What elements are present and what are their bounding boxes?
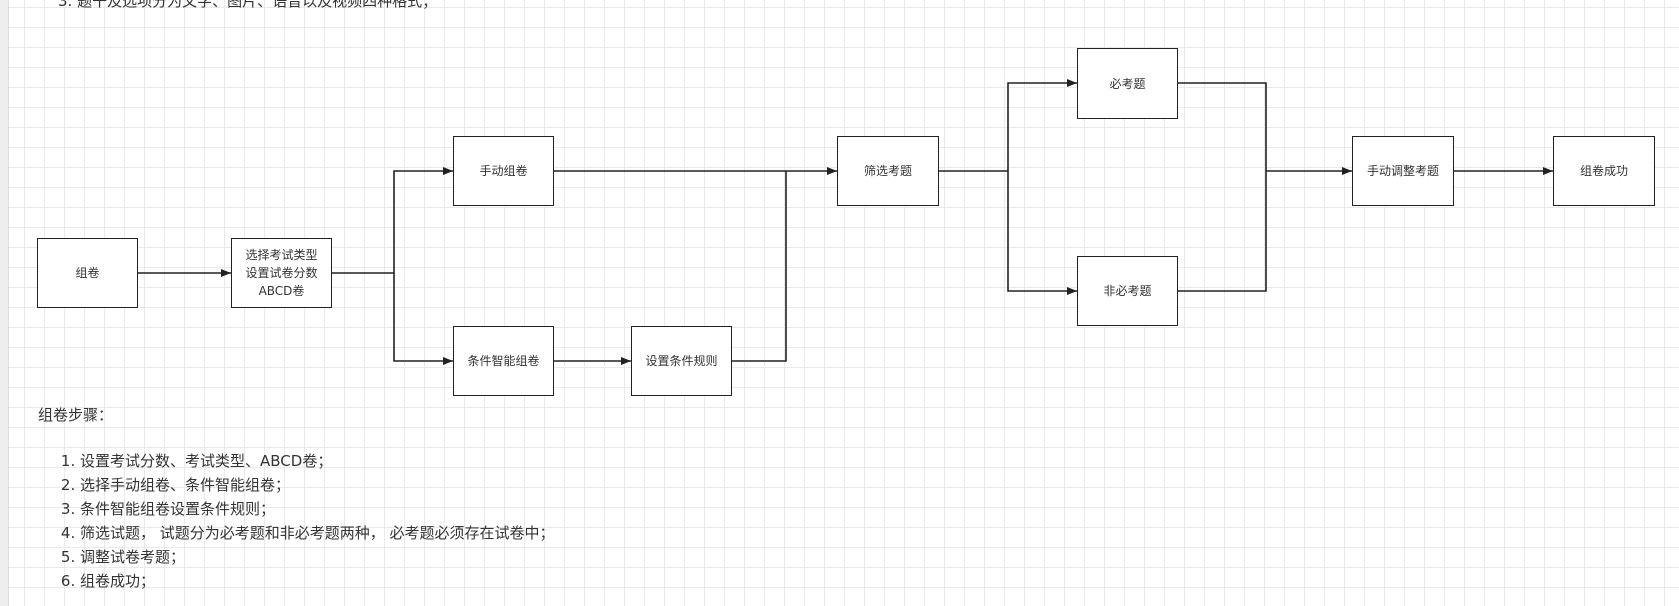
node-success-label: 组卷成功 (1579, 164, 1628, 178)
node-optional-questions[interactable]: 非必考题 (1077, 256, 1178, 326)
node-required-questions[interactable]: 必考题 (1077, 48, 1178, 119)
node-zujuan-label: 组卷 (75, 266, 100, 280)
node-select-line-2: 设置试卷分数 (245, 266, 318, 280)
node-manual-adjust[interactable]: 手动调整考题 (1352, 136, 1454, 206)
node-smart-label: 条件智能组卷 (467, 354, 540, 368)
node-smart-compose[interactable]: 条件智能组卷 (453, 326, 554, 396)
node-adjust-label: 手动调整考题 (1366, 164, 1439, 178)
steps-section: 组卷步骤： 设置考试分数、考试类型、ABCD卷； 选择手动组卷、条件智能组卷； … (38, 404, 555, 593)
node-rules-label: 设置条件规则 (645, 354, 718, 368)
step-item-1: 设置考试分数、考试类型、ABCD卷； (80, 449, 555, 473)
edge-optional-to-merge (1178, 171, 1267, 292)
edge-to-required (1007, 79, 1077, 171)
node-compose-success[interactable]: 组卷成功 (1553, 136, 1655, 206)
edge-rules-to-merge (732, 171, 787, 362)
step-item-6: 组卷成功； (80, 569, 555, 593)
top-note-text: 3. 题干及选项分为文字、图片、语音以及视频四种格式； (58, 0, 438, 10)
node-manual-compose[interactable]: 手动组卷 (453, 136, 554, 206)
node-set-rules[interactable]: 设置条件规则 (631, 326, 732, 396)
step-item-3: 条件智能组卷设置条件规则； (80, 497, 555, 521)
node-required-label: 必考题 (1109, 76, 1146, 91)
edge-to-optional (1007, 171, 1077, 295)
edge-to-manual (393, 167, 453, 273)
steps-list: 设置考试分数、考试类型、ABCD卷； 选择手动组卷、条件智能组卷； 条件智能组卷… (38, 449, 555, 593)
node-select-line-1: 选择考试类型 (245, 248, 318, 262)
node-select-line-3: ABCD卷 (258, 284, 305, 298)
node-zujuan[interactable]: 组卷 (37, 238, 138, 308)
step-item-5: 调整试卷考题； (80, 545, 555, 569)
edge-required-to-merge (1178, 82, 1267, 171)
node-filter-questions[interactable]: 筛选考题 (837, 136, 939, 206)
step-item-4: 筛选试题， 试题分为必考题和非必考题两种， 必考题必须存在试卷中； (80, 521, 555, 545)
node-manual-label: 手动组卷 (479, 164, 528, 178)
node-filter-label: 筛选考题 (863, 164, 912, 178)
node-optional-label: 非必考题 (1103, 284, 1152, 298)
step-item-2: 选择手动组卷、条件智能组卷； (80, 473, 555, 497)
left-gutter (0, 0, 9, 606)
edge-to-smart (393, 273, 453, 365)
steps-title: 组卷步骤： (38, 406, 114, 424)
node-select-exam-type[interactable]: 选择考试类型 设置试卷分数 ABCD卷 (231, 238, 332, 308)
